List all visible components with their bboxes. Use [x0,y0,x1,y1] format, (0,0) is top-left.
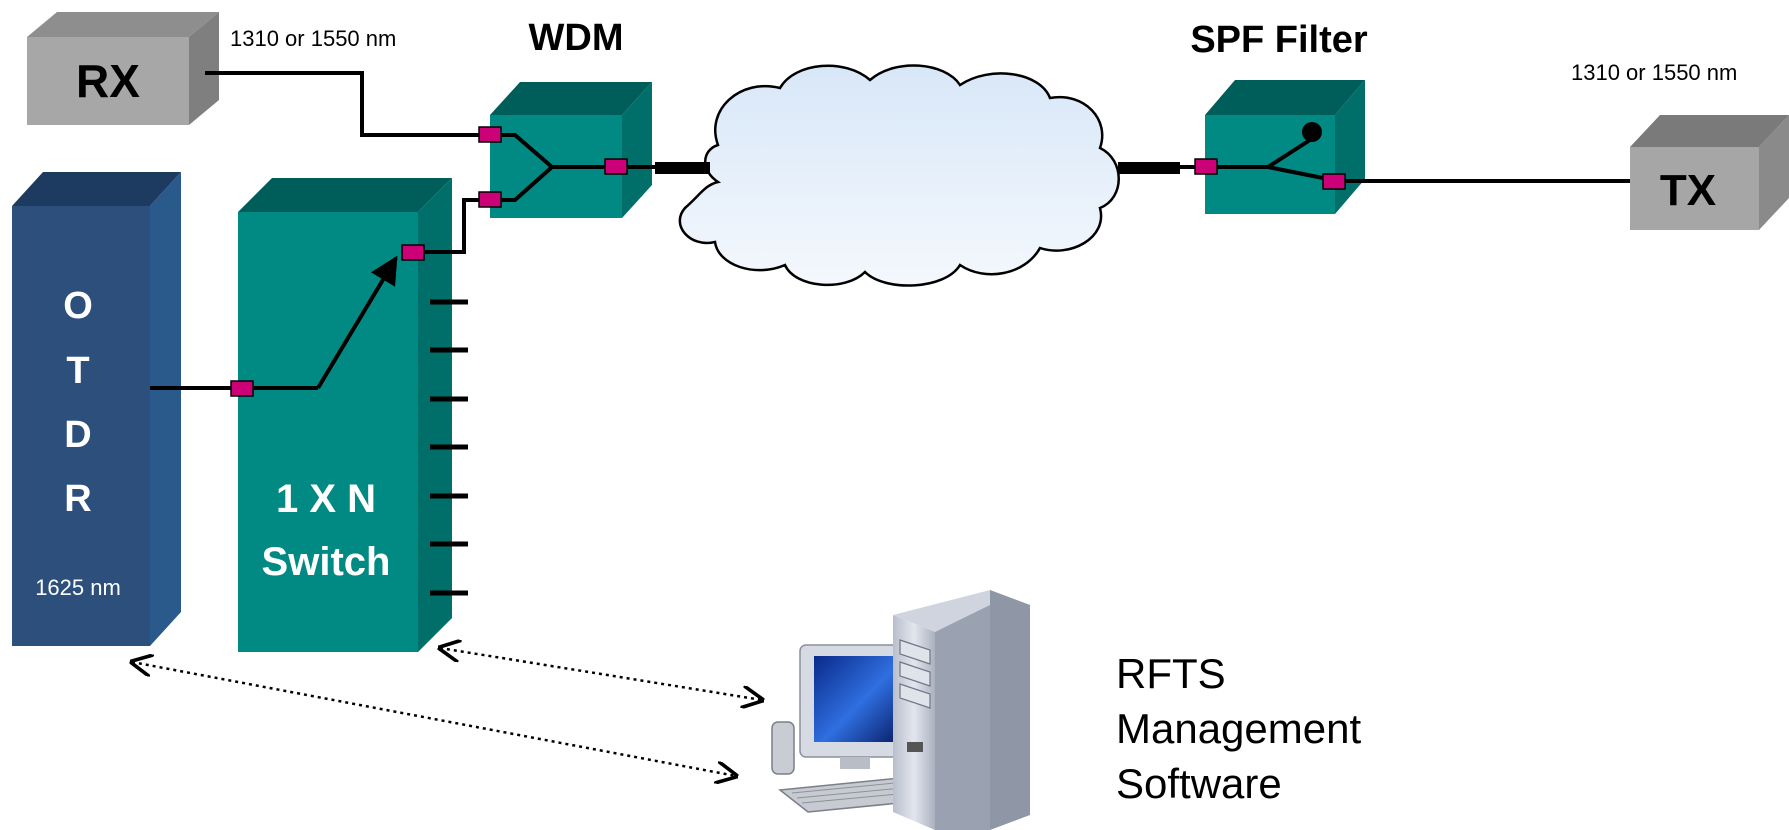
connector-switch-in [230,380,254,397]
fiber-lines [150,71,1630,390]
rfts-label: RFTS Management Software [1116,650,1361,807]
tx-label: TX [1660,166,1716,215]
spf-filter-device [1205,80,1365,214]
rx-device: RX [27,12,219,125]
wdm-label: WDM [529,17,624,59]
rfts-line-3: Software [1116,760,1282,807]
connector-wdm-switch [478,191,502,208]
rx-label: RX [76,55,140,107]
switch-device: 1 X N Switch [238,178,452,652]
otdr-letter-t: T [66,350,89,392]
otdr-device: O T D R 1625 nm [12,172,181,646]
switch-line-1: 1 X N [276,477,376,521]
connector-wdm-rx [478,126,502,143]
rfts-line-2: Management [1116,705,1361,752]
computer-icon [771,590,1030,830]
rfts-line-1: RFTS [1116,650,1226,697]
spf-filter-label: SPF Filter [1190,19,1368,61]
switch-line-2: Switch [262,540,391,584]
wdm-device [490,82,652,218]
management-links [132,648,762,776]
connector-wdm-out [604,158,628,175]
connectors [230,126,1346,397]
switch-port-ticks [430,299,468,596]
connector-spf-out [1322,173,1346,190]
tx-device: TX [1630,115,1789,230]
otdr-wavelength: 1625 nm [35,575,121,600]
network-cloud [678,64,1120,287]
otdr-letter-d: D [64,414,91,456]
rx-wavelength: 1310 or 1550 nm [230,26,396,51]
tx-wavelength: 1310 or 1550 nm [1571,60,1737,85]
otdr-letter-o: O [63,285,93,327]
connector-switch-out [401,244,425,261]
otdr-letter-r: R [64,478,91,520]
spf-block-dot [1302,122,1322,142]
connector-spf-in [1194,158,1218,175]
